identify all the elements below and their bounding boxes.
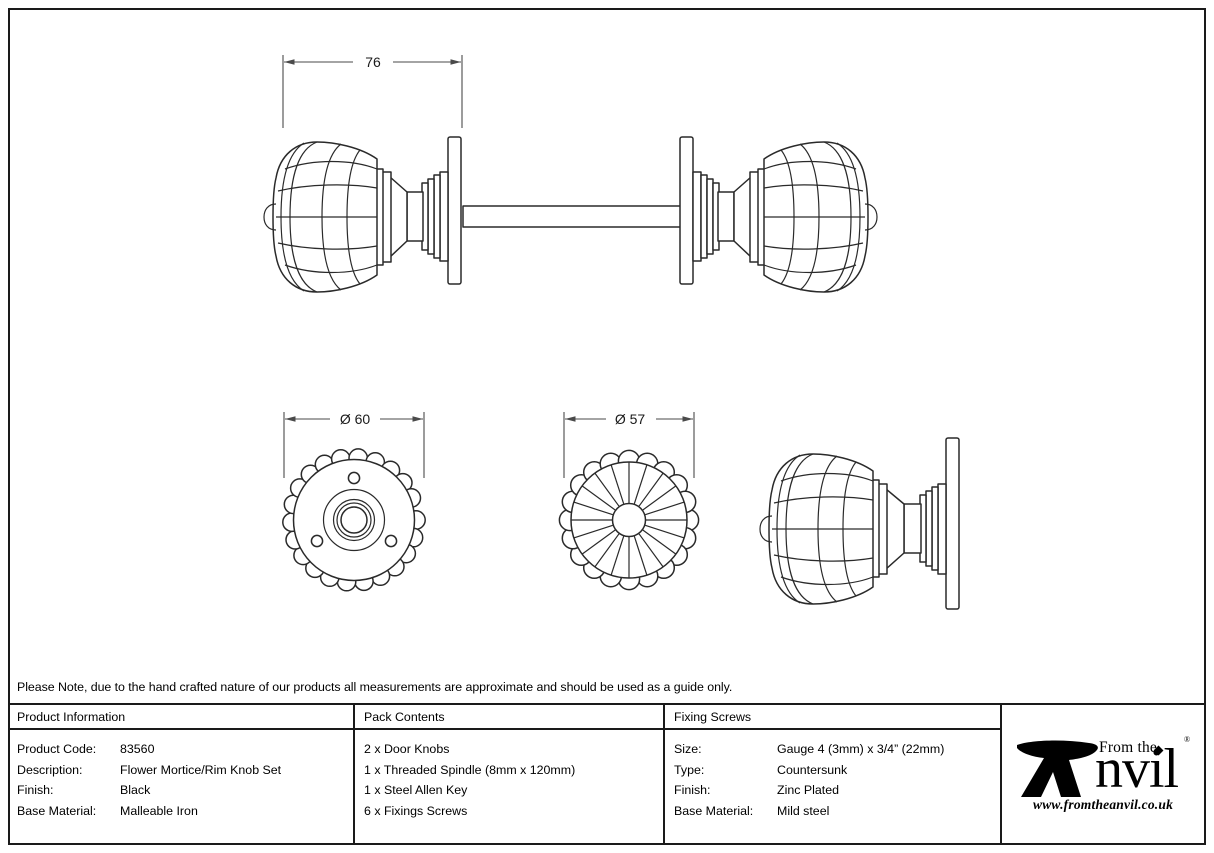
sheet-border xyxy=(8,8,1206,845)
product-information-body: Product Code: 83560 Description: Flower … xyxy=(8,730,353,821)
field-value: Countersunk xyxy=(777,762,848,777)
field-label: Description: xyxy=(17,762,83,777)
fixing-screws-heading: Fixing Screws xyxy=(665,705,1000,730)
list-item: 6 x Fixings Screws xyxy=(364,803,468,818)
knob-front-view xyxy=(558,449,700,591)
assembly-view xyxy=(263,136,878,293)
pack-contents-body: 2 x Door Knobs 1 x Threaded Spindle (8mm… xyxy=(355,730,663,821)
logo-wordmark: nvil xyxy=(1095,738,1179,800)
table-row: Finish: Zinc Plated xyxy=(674,780,1000,801)
rose-fixing-hole xyxy=(347,471,361,485)
disclaimer-note-text: Please Note, due to the hand crafted nat… xyxy=(17,680,733,694)
field-value: Gauge 4 (3mm) x 3/4” (22mm) xyxy=(777,742,945,756)
column-fixing-screws: Fixing Screws Size: Gauge 4 (3mm) x 3/4”… xyxy=(663,705,1000,845)
dimension-knob-diameter: Ø 57 xyxy=(563,411,695,478)
table-row: Finish: Black xyxy=(17,780,353,801)
field-label: Type: xyxy=(674,762,705,777)
field-value: Malleable Iron xyxy=(120,803,198,818)
dimension-o57-label: Ø 57 xyxy=(615,411,646,427)
column-pack-contents: Pack Contents 2 x Door Knobs 1 x Threade… xyxy=(353,705,663,845)
field-value: Mild steel xyxy=(777,803,830,818)
field-label: Product Code: xyxy=(17,742,97,756)
field-label: Size: xyxy=(674,742,702,756)
dimension-76: 76 xyxy=(282,54,463,128)
field-value: Black xyxy=(120,783,151,798)
field-value: Zinc Plated xyxy=(777,783,839,798)
dimension-o60-label: Ø 60 xyxy=(340,411,371,427)
list-item: 1 x Threaded Spindle (8mm x 120mm) xyxy=(364,762,576,777)
table-row: Base Material: Mild steel xyxy=(674,801,1000,822)
field-value: Flower Mortice/Rim Knob Set xyxy=(120,762,282,777)
rose-front-view xyxy=(282,448,426,592)
column-brand-logo: From the ® nvil www.fromtheanvil.co.uk xyxy=(1000,705,1206,845)
dimension-rose-diameter: Ø 60 xyxy=(283,411,425,478)
table-row: Size: Gauge 4 (3mm) x 3/4” (22mm) xyxy=(674,739,1000,760)
list-item: 1 x Steel Allen Key xyxy=(364,783,468,798)
knob-petal-dividers xyxy=(571,462,687,578)
logo-website-url: www.fromtheanvil.co.uk xyxy=(1033,797,1174,812)
table-row: Description: Flower Mortice/Rim Knob Set xyxy=(17,760,353,781)
knob-side-view xyxy=(759,437,960,610)
table-row: Base Material: Malleable Iron xyxy=(17,801,353,822)
table-row: Type: Countersunk xyxy=(674,760,1000,781)
field-label: Base Material: xyxy=(674,803,754,818)
knob-centre-boss xyxy=(611,502,647,538)
rose-fixing-hole xyxy=(384,534,398,548)
table-row: Product Code: 83560 xyxy=(17,739,353,760)
field-label: Finish: xyxy=(674,783,711,798)
anvil-icon xyxy=(1017,740,1098,797)
from-the-anvil-logo: From the ® nvil www.fromtheanvil.co.uk xyxy=(1011,729,1197,821)
technical-drawing-area: .ln { fill:none; stroke:#2a2a2a; stroke-… xyxy=(8,8,1206,671)
disclaimer-note-row: Please Note, due to the hand crafted nat… xyxy=(8,671,1206,705)
drawing-canvas: .ln { fill:none; stroke:#2a2a2a; stroke-… xyxy=(263,54,960,610)
rose-fixing-hole xyxy=(310,534,324,548)
dimension-76-label: 76 xyxy=(365,54,381,70)
field-label: Base Material: xyxy=(17,803,97,818)
specification-table: Please Note, due to the hand crafted nat… xyxy=(8,671,1206,845)
logo-tagline: From the xyxy=(1099,739,1157,756)
fixing-screws-body: Size: Gauge 4 (3mm) x 3/4” (22mm) Type: … xyxy=(665,730,1000,821)
column-product-information: Product Information Product Code: 83560 … xyxy=(8,705,353,845)
list-item: 2 x Door Knobs xyxy=(364,742,450,756)
field-label: Finish: xyxy=(17,783,54,798)
pack-contents-heading: Pack Contents xyxy=(355,705,663,730)
product-information-heading: Product Information xyxy=(8,705,353,730)
field-value: 83560 xyxy=(120,742,155,756)
table-columns: Product Information Product Code: 83560 … xyxy=(8,705,1206,845)
logo-registered-mark: ® xyxy=(1184,735,1191,744)
